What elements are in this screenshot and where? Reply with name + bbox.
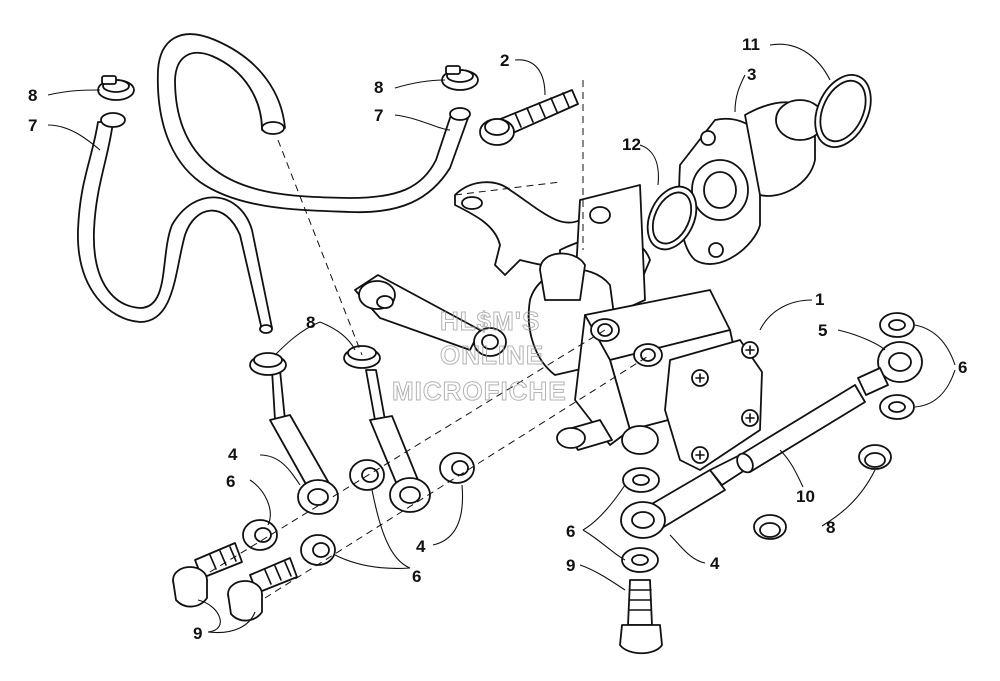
- callout-11: 11: [742, 35, 760, 54]
- assembly-line-fitting-1: [209, 329, 606, 573]
- callout-7-center: 7: [374, 106, 383, 125]
- callout-1: 1: [815, 290, 824, 309]
- callout-leaders: [47, 43, 956, 634]
- callout-6-left: 6: [226, 472, 235, 491]
- watermark: HL$M'S ONLINE MICROFICHE: [392, 306, 567, 407]
- callout-6-right: 6: [958, 358, 967, 377]
- callout-9-left: 9: [193, 624, 202, 643]
- watermark-line-2: ONLINE: [440, 340, 544, 370]
- hose-clamp-top-left: [97, 75, 135, 101]
- callout-6-center: 6: [412, 567, 421, 586]
- oil-hose-long: [77, 33, 471, 334]
- washer-right-top: [879, 312, 915, 338]
- banjo-fitting-5: [857, 341, 923, 396]
- banjo-bolt-left-2: [227, 557, 298, 622]
- o-ring-11: [814, 74, 872, 148]
- callout-8-right: 8: [826, 518, 835, 537]
- callout-4-right: 4: [710, 554, 720, 573]
- washer-left-4: [439, 452, 475, 484]
- hose-clamp-top-center: [441, 65, 479, 91]
- callout-6-lower: 6: [566, 522, 575, 541]
- oil-pump-body: [527, 184, 763, 471]
- callout-4-center: 4: [416, 537, 426, 556]
- bolt-2: [479, 89, 579, 146]
- hose-10: [736, 384, 866, 474]
- banjo-fitting-center: [343, 345, 431, 513]
- banjo-fitting-right: [620, 454, 746, 539]
- callout-8-top-center: 8: [374, 78, 383, 97]
- callout-2: 2: [500, 51, 509, 70]
- watermark-line-1: HL$M'S: [440, 306, 540, 336]
- callout-9-right: 9: [566, 556, 575, 575]
- washer-left-1: [242, 519, 278, 551]
- assembly-line-fitting-2: [264, 354, 651, 599]
- washer-right-bottom: [879, 394, 915, 420]
- washer-left-2: [349, 459, 385, 491]
- hose-clamp-right-lower: [753, 514, 787, 540]
- hose-clamp-right-upper: [858, 444, 892, 470]
- callout-4-left: 4: [228, 445, 238, 464]
- control-lever: [354, 274, 507, 357]
- callout-3: 3: [747, 65, 756, 84]
- washer-left-3: [300, 534, 336, 566]
- assembly-line-bracket: [454, 181, 561, 196]
- callout-12: 12: [622, 135, 641, 154]
- washer-right-center-2: [621, 547, 659, 573]
- assembly-line-hose: [277, 139, 363, 356]
- callout-8-top-left: 8: [28, 86, 37, 105]
- o-ring-12: [646, 185, 698, 251]
- watermark-line-3: MICROFICHE: [392, 376, 567, 406]
- callout-8-center: 8: [306, 313, 315, 332]
- washer-right-center-1: [622, 467, 660, 493]
- callout-7-left: 7: [28, 116, 37, 135]
- callout-10: 10: [796, 487, 815, 506]
- banjo-bolt-right: [619, 579, 663, 655]
- banjo-fitting-left: [249, 352, 339, 515]
- pump-cover-3: [678, 99, 825, 265]
- callout-5: 5: [818, 321, 827, 340]
